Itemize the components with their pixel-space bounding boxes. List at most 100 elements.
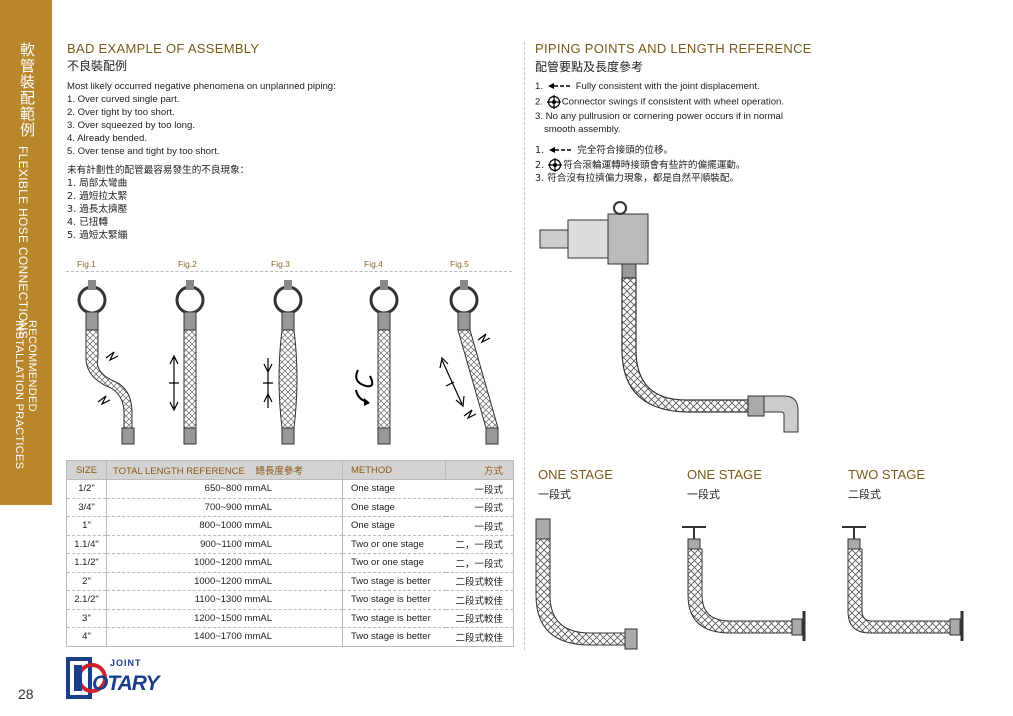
piping-cn-item-1: 1. 完全符合接頭的位移。	[535, 145, 674, 156]
fig-divider	[66, 271, 512, 272]
cell-method_cn: 二，一段式	[445, 535, 514, 554]
header-method: METHOD	[341, 460, 447, 480]
cell-method_cn: 二段式較佳	[445, 627, 514, 647]
cell-method: Two stage is better	[342, 627, 446, 647]
bad-example-title: BAD EXAMPLE OF ASSEMBLY	[67, 41, 260, 56]
cell-method_cn: 一段式	[445, 479, 514, 499]
list-item: 5. Over tense and tight by too short.	[67, 146, 220, 157]
list-item: 4. Already bended.	[67, 133, 148, 144]
sidebar-title-en: FLEXIBLE HOSE CONNECTIONS	[16, 146, 30, 339]
list-item: 2. Over tight by too short.	[67, 107, 175, 118]
swing-wheel-icon-cn	[548, 158, 563, 172]
bad-assembly-figures	[77, 280, 499, 445]
cell-method_cn: 二，一段式	[445, 553, 514, 573]
cell-method: One stage	[342, 479, 446, 499]
stage-2-title-cn: 一段式	[687, 488, 720, 501]
logo-word-text: OTARY	[92, 672, 160, 695]
stage-1-title: ONE STAGE	[538, 467, 613, 482]
cell-size: 3/4"	[66, 498, 107, 517]
list-item: 1. Over curved single part.	[67, 94, 180, 105]
list-item: 3. Over squeezed by too long.	[67, 120, 195, 131]
page-number: 28	[18, 686, 34, 702]
piping-en-item-1: 1. Fully consistent with the joint displ…	[535, 81, 760, 92]
bad-example-list-en: Most likely occurred negative phenomena …	[67, 80, 336, 158]
sidebar-band: 軟管裝配範例 FLEXIBLE HOSE CONNECTIONS RECOMME…	[0, 0, 52, 505]
cell-method_cn: 一段式	[445, 516, 514, 536]
cell-size: 2.1/2"	[66, 590, 107, 610]
stage-3-title-cn: 二段式	[848, 488, 881, 501]
displacement-arrow-icon	[547, 83, 570, 90]
stage-2-title: ONE STAGE	[687, 467, 762, 482]
cell-method_cn: 一段式	[445, 498, 514, 517]
cell-method_cn: 二段式較佳	[445, 590, 514, 610]
cell-length: 700~900 mmAL	[106, 498, 343, 517]
rotary-joint-hose-drawing	[539, 201, 799, 433]
cell-size: 2"	[66, 572, 107, 591]
fig-1-drawing	[77, 280, 135, 445]
cell-length: 650~800 mmAL	[106, 479, 343, 499]
piping-title-cn: 配管要點及長度參考	[535, 60, 644, 74]
piping-list-en: 1. Fully consistent with the joint displ…	[535, 80, 784, 136]
cell-size: 3"	[66, 609, 107, 628]
fig-label-1: Fig.1	[77, 259, 96, 269]
cell-length: 1400~1700 mmAL	[106, 627, 343, 647]
list-item: 4. 已扭轉	[67, 217, 108, 228]
logo-joint-text: JOINT	[110, 658, 142, 668]
cell-size: 1"	[66, 516, 107, 536]
stage-1-title-cn: 一段式	[538, 488, 571, 501]
cell-method: One stage	[342, 498, 446, 517]
cell-method: Two stage is better	[342, 590, 446, 610]
piping-title: PIPING POINTS AND LENGTH REFERENCE	[535, 41, 812, 56]
fig-label-2: Fig.2	[178, 259, 197, 269]
header-length-en: TOTAL LENGTH REFERENCE	[113, 466, 245, 477]
list-item: 未有計劃性的配管最容易發生的不良現象：	[67, 165, 250, 176]
cell-method: Two or one stage	[342, 553, 446, 573]
cell-method: One stage	[342, 516, 446, 536]
header-size: SIZE	[66, 460, 107, 480]
cell-size: 4"	[66, 627, 107, 647]
fig-5-drawing	[439, 280, 499, 445]
column-divider	[524, 42, 525, 650]
list-item: 2. 過短拉太緊	[67, 191, 128, 202]
header-length-cn: 總長度參考	[255, 466, 303, 477]
cell-method: Two or one stage	[342, 535, 446, 554]
list-item: 5. 過短太緊繃	[67, 230, 128, 241]
length-reference-table: SIZE TOTAL LENGTH REFERENCE 總長度參考 METHOD…	[66, 460, 514, 647]
fig-2-drawing	[169, 280, 205, 445]
cell-method_cn: 二段式較佳	[445, 572, 514, 591]
stage-drawings	[535, 518, 964, 650]
fig-3-drawing	[263, 280, 303, 445]
cell-length: 900~1100 mmAL	[106, 535, 343, 554]
table-header-row: SIZE TOTAL LENGTH REFERENCE 總長度參考 METHOD…	[66, 460, 514, 480]
fig-label-4: Fig.4	[364, 259, 383, 269]
piping-cn-item-2: 2. 符合滾輪運轉時接頭會有些許的偏擺運動。	[535, 158, 746, 172]
stage-3-drawing	[842, 526, 964, 641]
piping-en-item-2: 2. Connector swings if consistent with w…	[535, 95, 785, 109]
piping-list-cn: 1. 完全符合接頭的位移。 2. 符合滾輪運轉時接頭會有些許的偏擺運動。 3. …	[535, 144, 746, 185]
stage-2-drawing	[682, 526, 806, 641]
cell-length: 1000~1200 mmAL	[106, 572, 343, 591]
piping-en-item-3b: smooth assembly.	[544, 124, 621, 135]
cell-length: 1000~1200 mmAL	[106, 553, 343, 573]
sidebar-subtitle-line2: INSTALLATION PRACTICES	[13, 320, 25, 470]
cell-length: 1200~1500 mmAL	[106, 609, 343, 628]
bad-example-title-cn: 不良裝配例	[67, 59, 128, 73]
cell-method: Two stage is better	[342, 609, 446, 628]
fig-4-drawing	[355, 280, 399, 445]
cell-size: 1.1/4"	[66, 535, 107, 554]
header-length: TOTAL LENGTH REFERENCE 總長度參考	[106, 460, 343, 480]
list-item: Most likely occurred negative phenomena …	[67, 81, 336, 92]
displacement-arrow-icon-cn	[549, 147, 572, 153]
rotary-joint-logo	[66, 657, 107, 699]
cell-length: 800~1000 mmAL	[106, 516, 343, 536]
piping-cn-item-3: 3. 符合沒有拉擠偏力現象，都是自然平順裝配。	[535, 173, 740, 184]
stage-1-drawing	[535, 518, 638, 650]
